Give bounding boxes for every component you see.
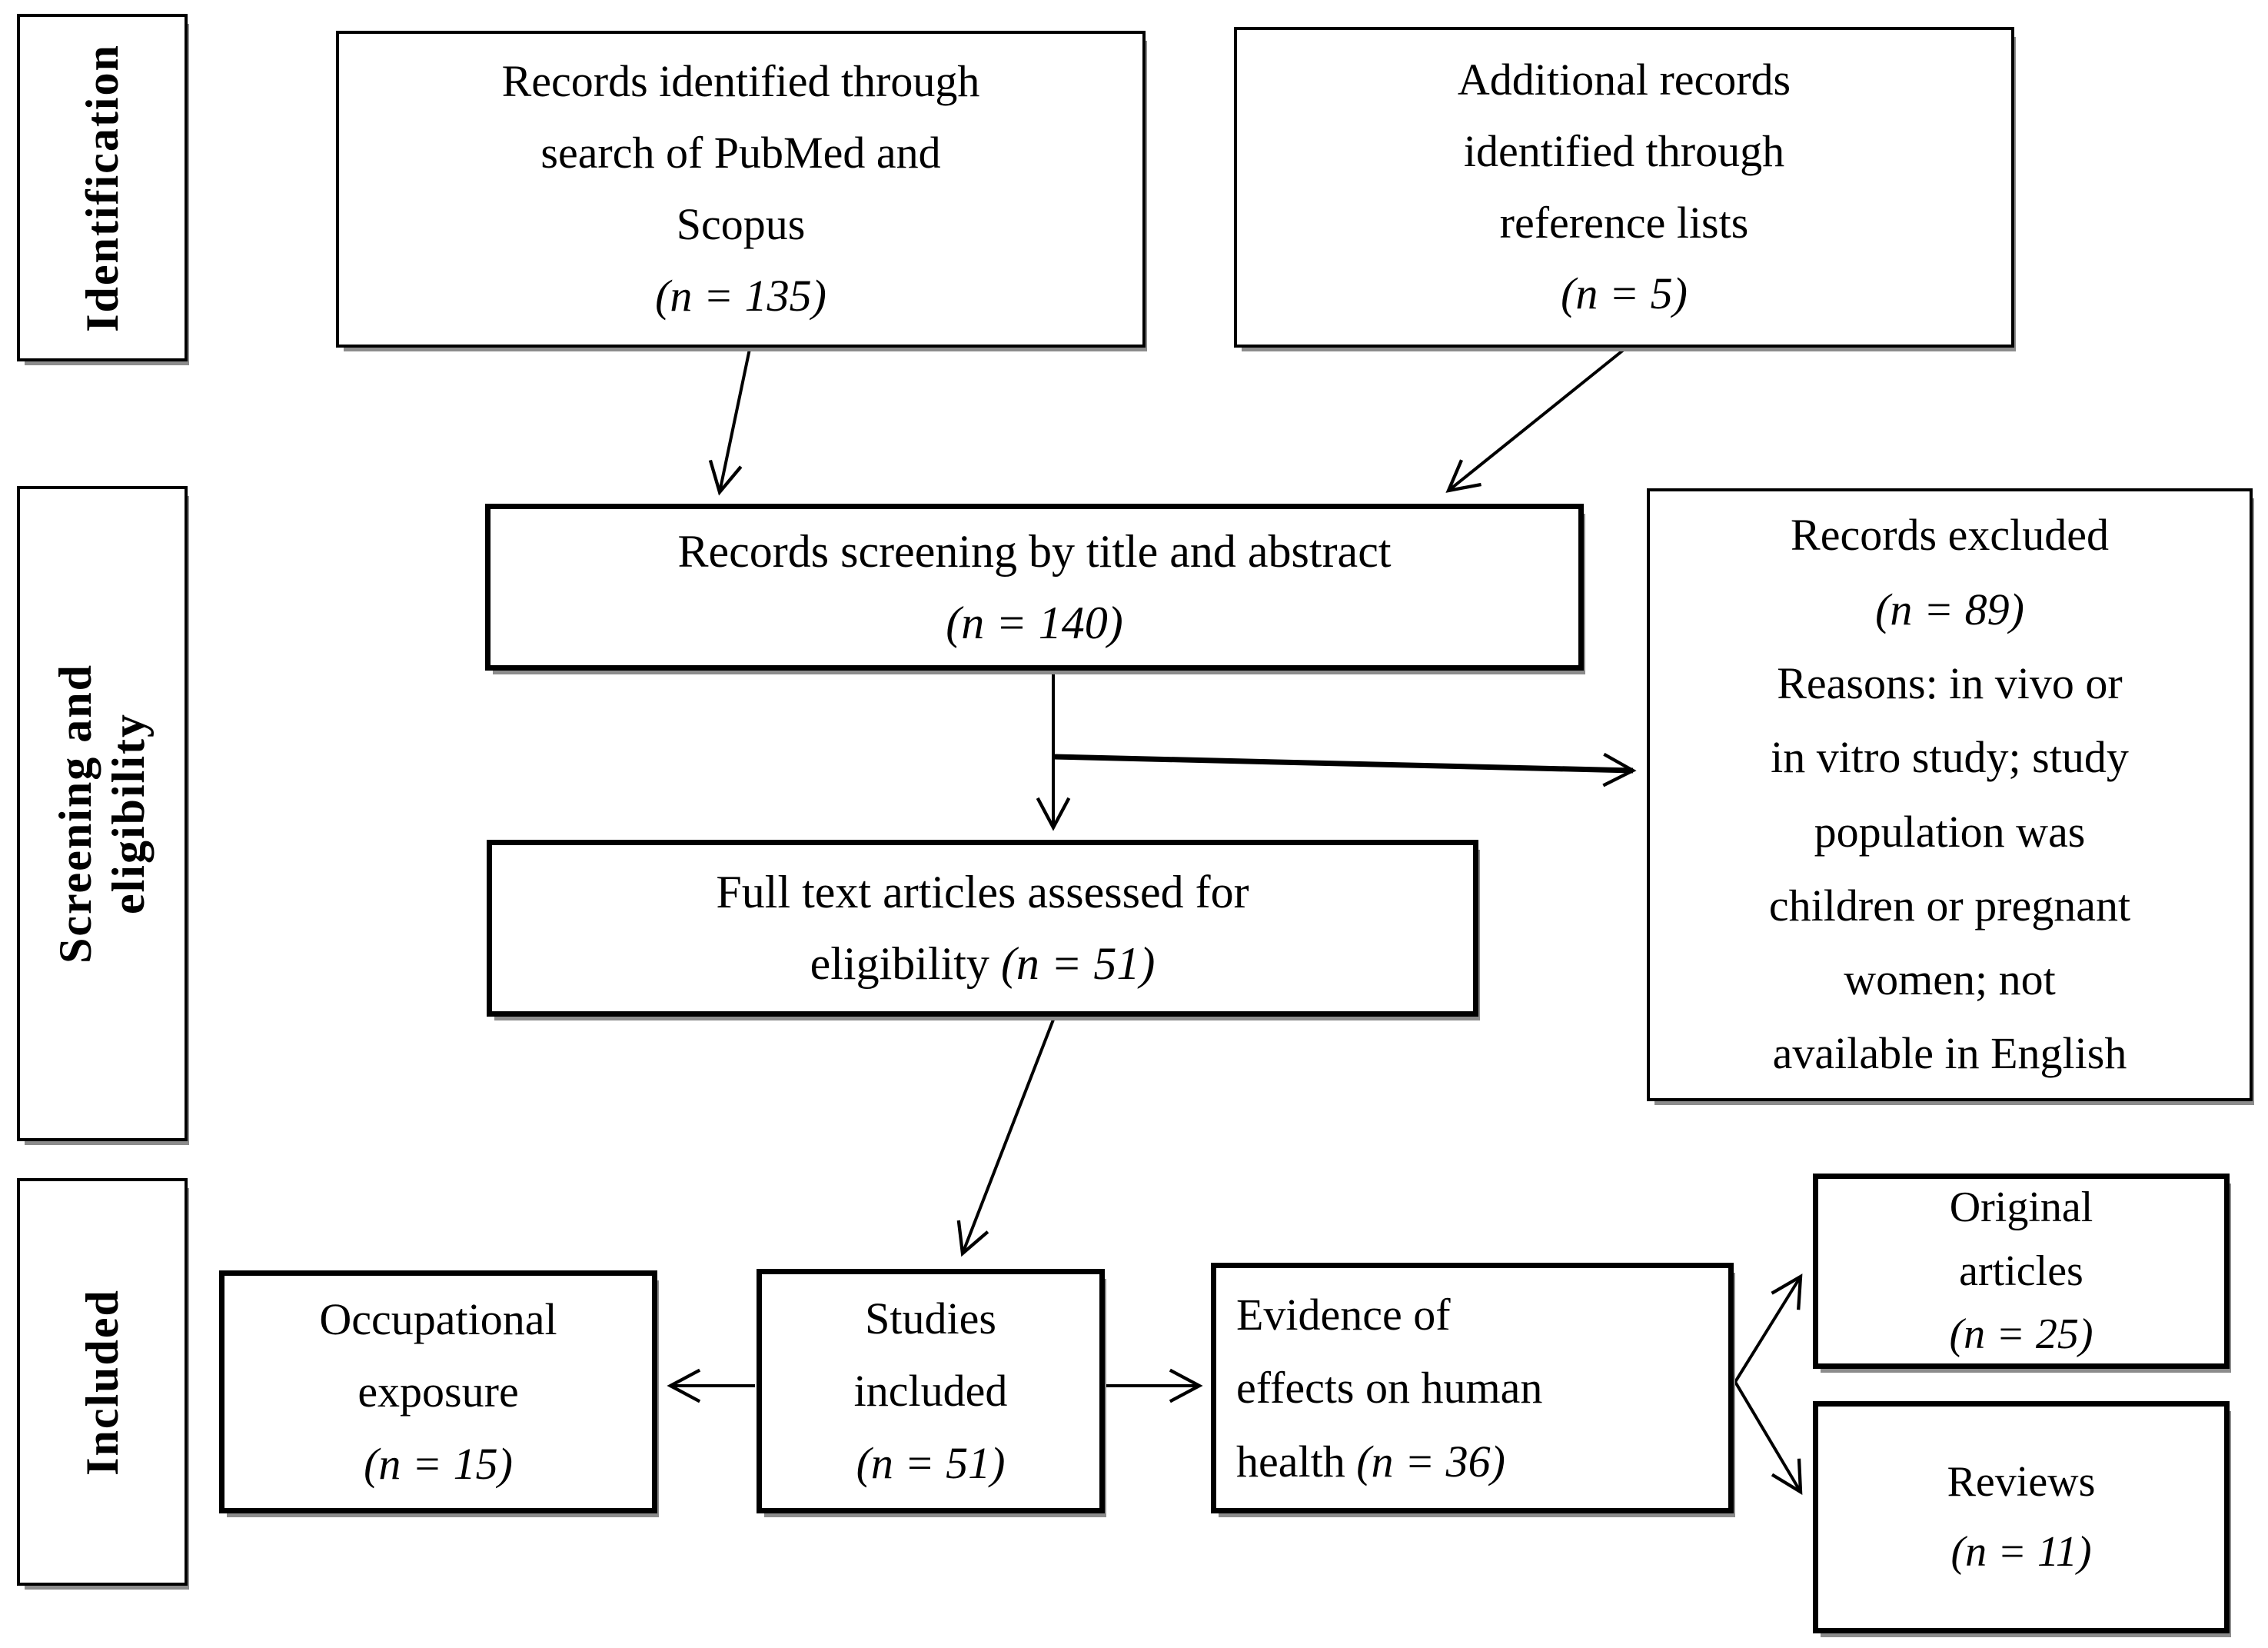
record-count: (n = 5) [1561,268,1688,319]
box-text: search of PubMed and [540,128,941,178]
record-count: (n = 135) [655,270,826,321]
box-records-excluded: Records excluded (n = 89) Reasons: in vi… [1647,488,2253,1101]
box-fulltext-assessed: Full text articles assessed for eligibil… [487,840,1478,1017]
box-text: Original [1949,1183,2093,1231]
box-records-screening: Records screening by title and abstract … [485,504,1584,671]
arrow-fulltext-to-studies [956,1019,1055,1257]
arrow-additional-to-screening [1445,348,1626,493]
box-text: articles [1959,1247,2083,1295]
exclusion-reason: Reasons: in vivo or [1777,658,2123,708]
box-studies-included: Studies included (n = 51) [757,1269,1105,1513]
box-text: identified through [1463,125,1785,176]
box-text: Occupational [319,1294,557,1345]
exclusion-reason: women; not [1844,954,2056,1005]
exclusion-reason: available in English [1772,1028,2127,1079]
box-text: Full text articles assessed for [716,867,1249,917]
record-count: (n = 51) [1000,938,1156,989]
box-reviews: Reviews (n = 11) [1813,1401,2230,1633]
stage-label-included: Included [17,1178,188,1586]
box-text: health [1236,1436,1357,1487]
stage-label-identification: Identification [17,14,188,361]
exclusion-reason: population was [1814,806,2086,857]
box-text: Evidence of [1236,1290,1451,1340]
stage-label-text: eligibility [103,713,154,914]
box-text: Records excluded [1791,510,2109,561]
exclusion-reason: children or pregnant [1768,880,2131,931]
arrow-evidence-to-reviews [1734,1380,1803,1495]
box-text: Scopus [676,199,806,249]
box-text: Records identified through [501,56,980,107]
record-count: (n = 51) [856,1437,1006,1488]
box-occupational-exposure: Occupational exposure (n = 15) [219,1270,657,1513]
box-records-identified: Records identified through search of Pub… [336,31,1146,348]
box-text: health (n = 36) [1236,1425,1505,1498]
arrow-identified-to-screening [708,348,751,496]
box-original-articles: Original articles (n = 25) [1813,1174,2230,1369]
box-text: Additional records [1457,54,1791,105]
arrow-evidence-to-original [1734,1273,1803,1383]
stage-label-screening-eligibility: Screening and eligibility [17,486,188,1141]
stage-label-text: Included [76,1288,128,1476]
exclusion-reason: in vitro study; study [1771,732,2129,783]
box-evidence-effects: Evidence of effects on human health (n =… [1211,1263,1734,1513]
box-text: Records screening by title and abstract [677,525,1392,577]
box-text: reference lists [1499,197,1749,248]
box-text: eligibility (n = 51) [810,928,1156,1000]
record-count: (n = 11) [1950,1528,2092,1576]
box-additional-records: Additional records identified through re… [1234,27,2014,348]
record-count: (n = 140) [946,597,1123,648]
box-text: included [853,1366,1008,1417]
box-text: effects on human [1236,1363,1543,1413]
record-count: (n = 15) [364,1438,513,1489]
record-count: (n = 25) [1949,1310,2093,1359]
box-text: Studies [865,1293,996,1344]
box-text: Reviews [1947,1458,2096,1507]
arrow-screening-to-excluded [1053,752,1637,787]
box-text: exposure [357,1367,519,1417]
record-count: (n = 36) [1356,1436,1505,1487]
stage-label-text: Identification [76,43,128,332]
box-text: eligibility [810,938,1001,989]
stage-label-text: Screening and [50,664,101,964]
record-count: (n = 89) [1875,584,2024,634]
